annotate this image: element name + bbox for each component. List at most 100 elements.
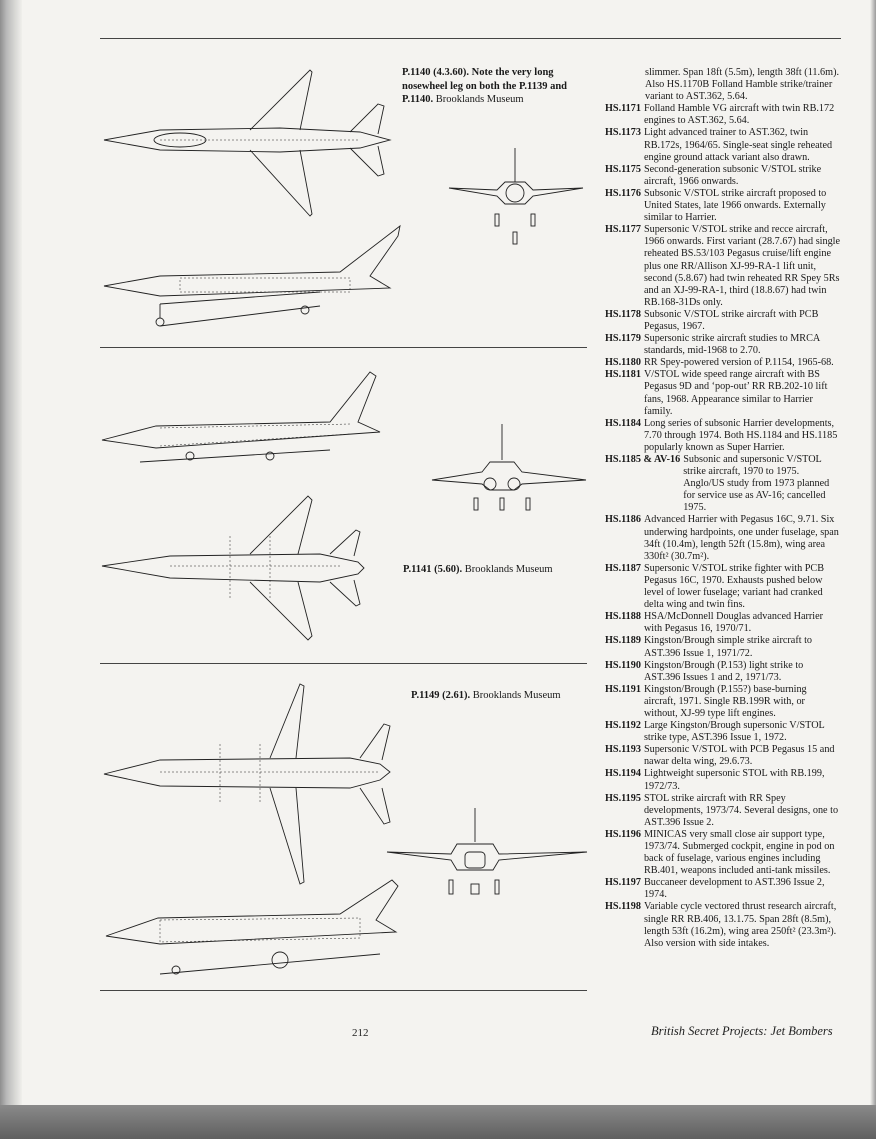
project-description: Buccaneer development to AST.396 Issue 2… <box>643 877 825 901</box>
project-description: Subsonic and supersonic V/STOL strike ai… <box>683 454 830 514</box>
project-code: HS.1197 <box>605 877 641 889</box>
project-description: MINICAS very small close air support typ… <box>643 828 835 877</box>
p1140-plan-view-drawing <box>103 69 392 217</box>
project-code: HS.1179 <box>605 333 641 345</box>
p1140-caption-bold: P.1140 (4.3.60). Note the very long nose… <box>402 67 568 105</box>
project-description: Second-generation subsonic V/STOL strike… <box>643 163 822 187</box>
project-description: Kingston/Brough (P.155?) base-burning ai… <box>643 683 807 719</box>
project-code: HS.1180 <box>605 357 641 369</box>
project-description: Variable cycle vectored thrust research … <box>643 901 837 949</box>
project-description: Supersonic strike aircraft studies to MR… <box>643 333 820 357</box>
project-description: HSA/McDonnell Douglas advanced Harrier w… <box>643 611 824 635</box>
p1149-side-view-drawing <box>105 879 399 975</box>
p1140-side-view-drawing <box>103 224 401 327</box>
p1149-caption-bold: P.1149 (2.61). <box>411 690 471 701</box>
project-code: HS.1198 <box>605 901 641 913</box>
project-description: Light advanced trainer to AST.362, twin … <box>643 127 833 163</box>
p1141-caption-source: Brooklands Museum <box>462 564 553 575</box>
section-rule-1 <box>100 347 587 348</box>
project-description: Subsonic V/STOL strike aircraft proposed… <box>643 187 827 224</box>
project-description: Supersonic V/STOL strike fighter with PC… <box>643 562 825 611</box>
project-code: HS.1185 & AV-16 <box>605 454 681 465</box>
project-code: HS.1186 <box>605 514 641 526</box>
project-code: HS.1192 <box>605 720 641 732</box>
p1141-side-view-drawing <box>101 371 381 463</box>
p1141-plan-view-drawing <box>101 495 365 641</box>
project-description: Kingston/Brough (P.153) light strike to … <box>643 659 804 683</box>
project-code: HS.1191 <box>605 683 641 695</box>
project-code: HS.1188 <box>605 611 641 623</box>
p1149-caption-source: Brooklands Museum <box>470 690 561 701</box>
project-description: Large Kingston/Brough supersonic V/STOL … <box>643 720 825 744</box>
running-footer-title: British Secret Projects: Jet Bombers <box>651 1024 833 1038</box>
section-rule-3 <box>100 990 587 991</box>
project-code: HS.1178 <box>605 308 641 320</box>
project-code: HS.1175 <box>605 163 641 175</box>
project-description: slimmer. Span 18ft (5.5m), length 38ft (… <box>645 67 840 103</box>
project-description: Supersonic V/STOL with PCB Pegasus 15 an… <box>643 744 835 768</box>
project-code: HS.1195 <box>605 792 641 804</box>
project-code: HS.1181 <box>605 369 641 381</box>
project-code: HS.1176 <box>605 187 641 199</box>
project-description: Lightweight supersonic STOL with RB.199,… <box>643 768 825 792</box>
project-description: Supersonic V/STOL strike and recce aircr… <box>643 224 841 308</box>
project-entry: slimmer. Span 18ft (5.5m), length 38ft (… <box>605 67 841 103</box>
book-spine-shadow <box>0 0 22 1105</box>
project-description: Subsonic V/STOL strike aircraft with PCB… <box>643 308 819 332</box>
section-rule-2 <box>100 663 587 664</box>
project-code: HS.1171 <box>605 103 641 115</box>
p1141-front-view-drawing <box>431 424 587 511</box>
p1140-caption: P.1140 (4.3.60). Note the very long nose… <box>402 66 572 107</box>
p1140-front-view-drawing <box>448 148 584 245</box>
top-rule <box>100 38 841 39</box>
project-code: HS.1177 <box>605 224 641 236</box>
p1149-front-view-drawing <box>386 808 588 895</box>
book-page: P.1140 (4.3.60). Note the very long nose… <box>0 0 876 1105</box>
p1141-caption-bold: P.1141 (5.60). <box>403 564 463 575</box>
p1141-caption: P.1141 (5.60). Brooklands Museum <box>403 563 583 577</box>
project-description: Folland Hamble VG aircraft with twin RB.… <box>643 103 835 127</box>
page-number: 212 <box>352 1027 369 1039</box>
scanner-bed-background <box>0 1105 876 1139</box>
project-code: HS.1184 <box>605 417 641 429</box>
project-description: Advanced Harrier with Pegasus 16C, 9.71.… <box>643 514 839 562</box>
project-description: Long series of subsonic Harrier developm… <box>643 417 838 453</box>
project-code: HS.1189 <box>605 635 641 647</box>
project-description: STOL strike aircraft with RR Spey develo… <box>643 792 839 828</box>
project-code: HS.1173 <box>605 127 641 139</box>
project-description: V/STOL wide speed range aircraft with BS… <box>643 369 828 417</box>
project-description: RR Spey-powered version of P.1154, 1965-… <box>643 357 834 369</box>
project-code: HS.1196 <box>605 828 641 840</box>
project-code: HS.1193 <box>605 744 641 756</box>
page-edge-shadow <box>870 0 876 1105</box>
project-code: HS.1190 <box>605 659 641 671</box>
p1149-caption: P.1149 (2.61). Brooklands Museum <box>411 689 591 703</box>
project-code: HS.1194 <box>605 768 641 780</box>
project-description: Kingston/Brough simple strike aircraft t… <box>643 635 813 659</box>
p1140-caption-source: Brooklands Museum <box>433 94 524 105</box>
